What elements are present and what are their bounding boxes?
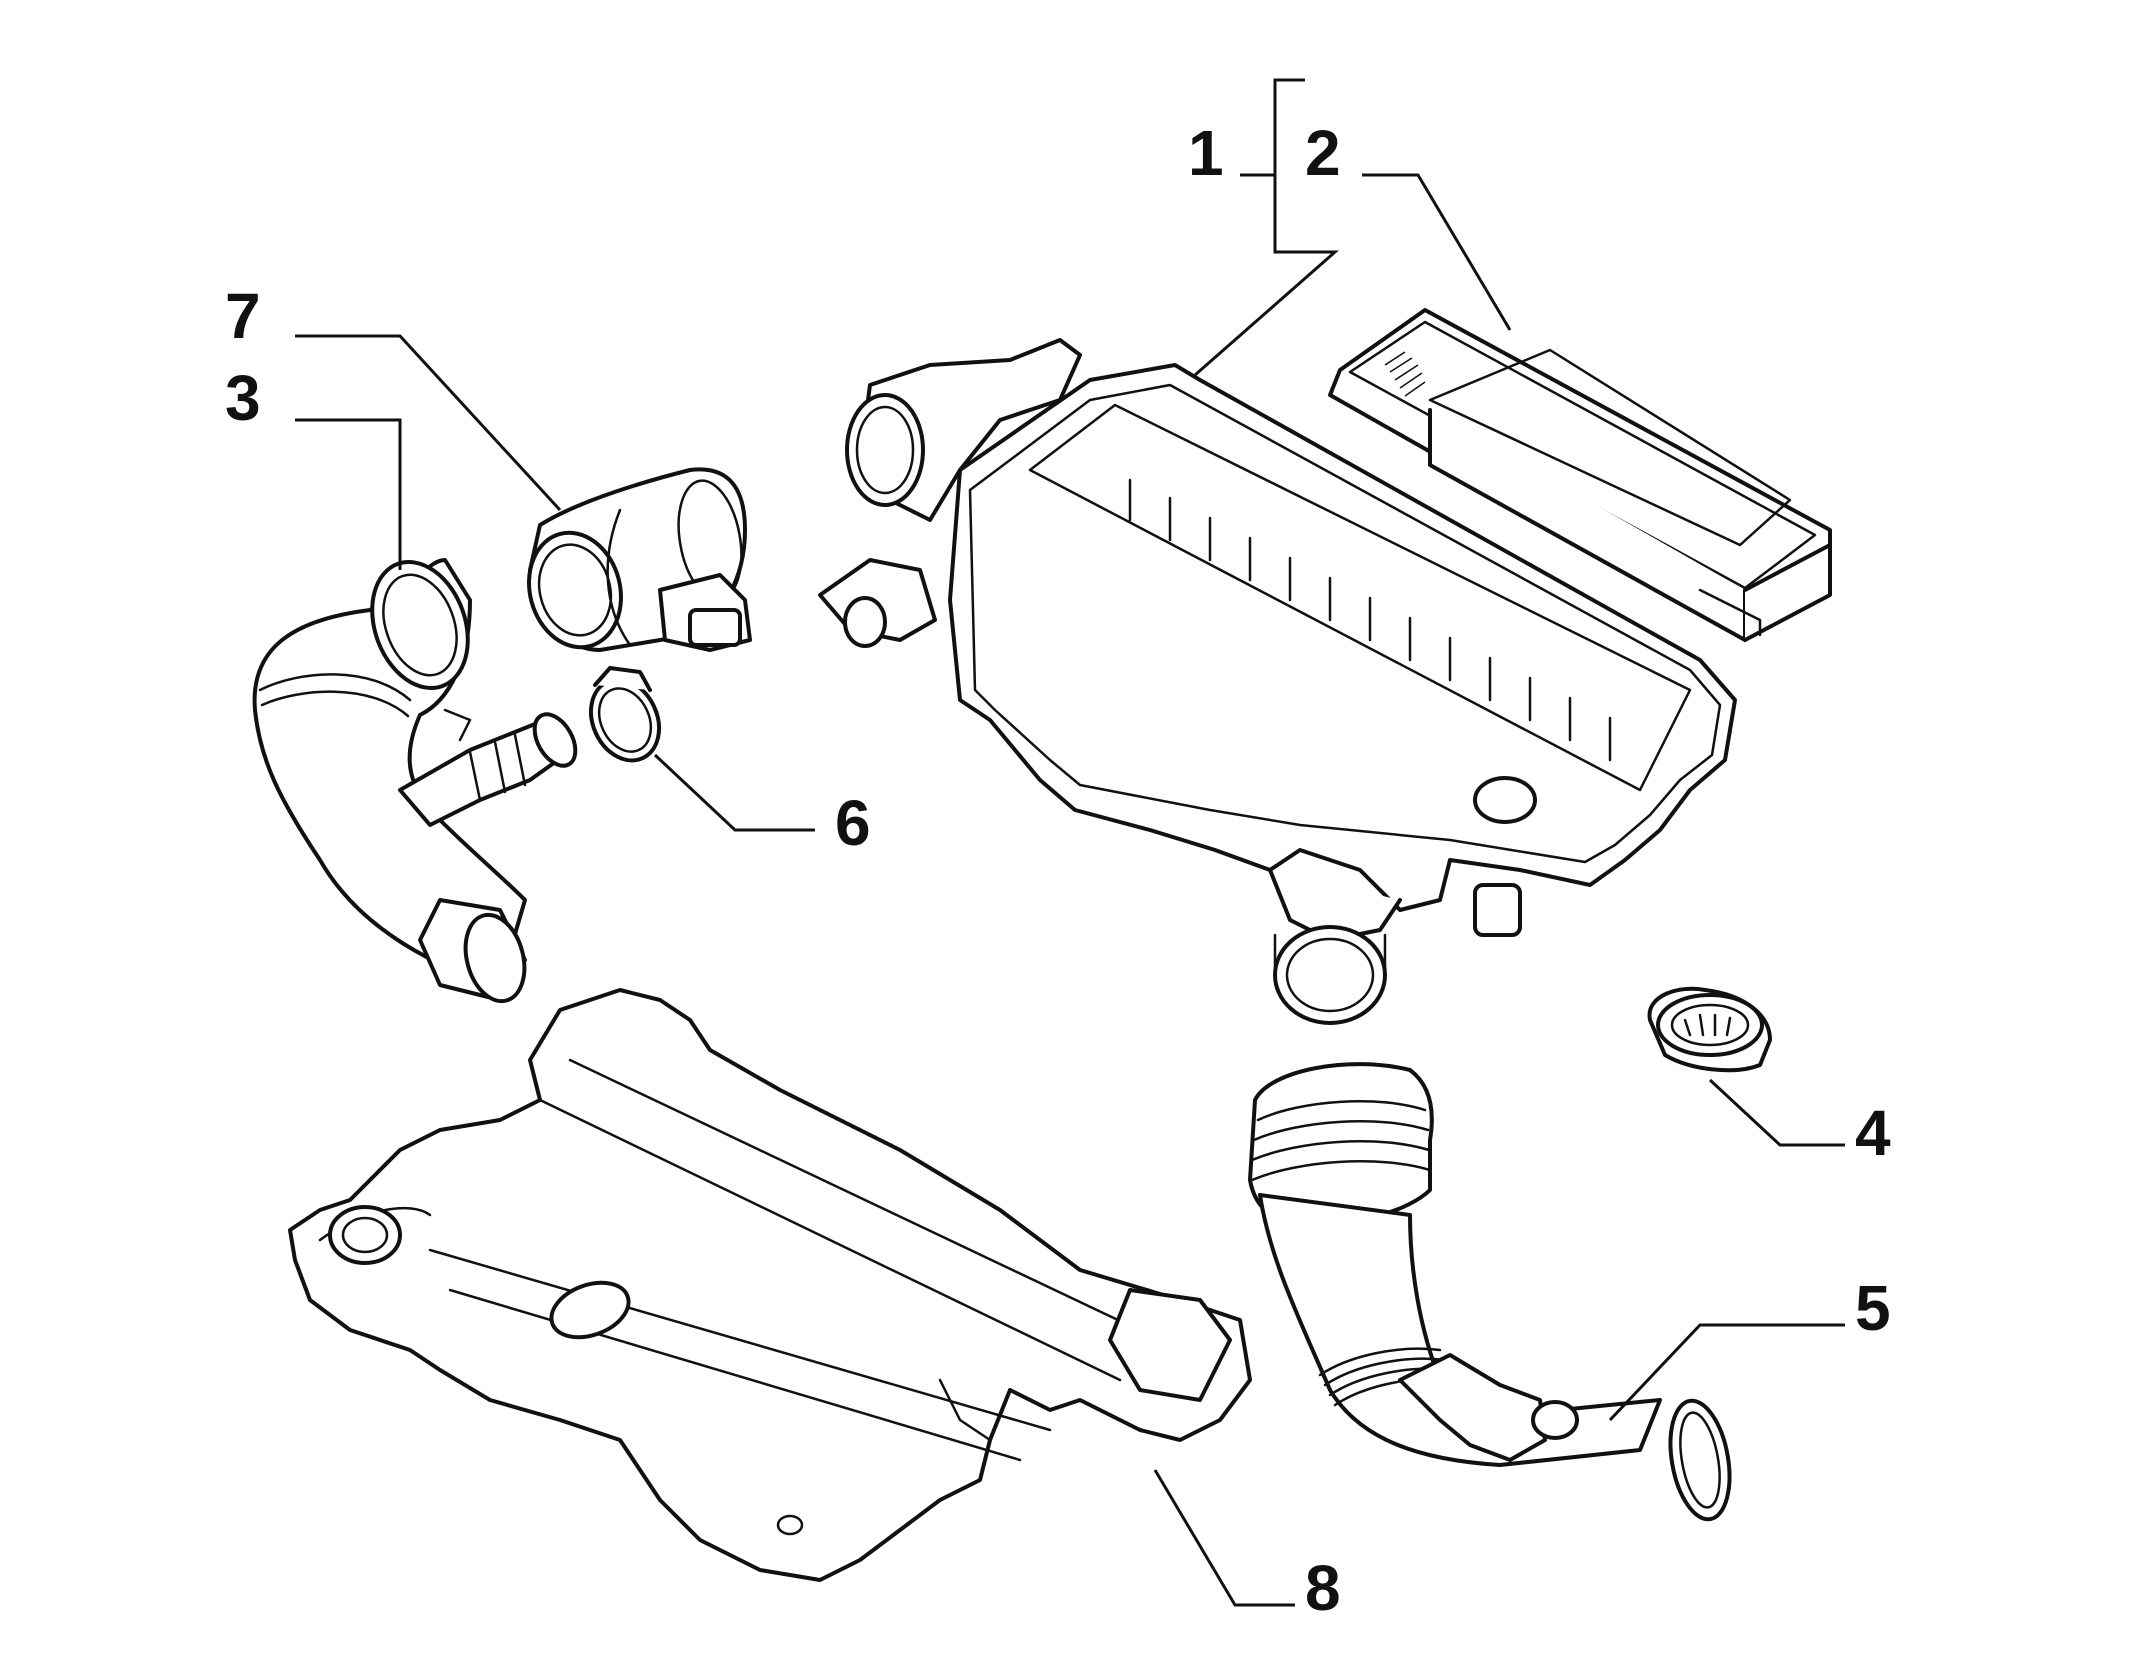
- leader-lines: [295, 78, 1845, 1607]
- part-8-engine-cover: [288, 988, 1252, 1582]
- callout-2: 2: [1305, 117, 1341, 189]
- part-3-inlet-hose: [252, 558, 578, 1004]
- part-2-filter-element: [1328, 308, 1832, 642]
- callout-3: 3: [225, 362, 261, 434]
- part-5-outlet-hose: [1248, 1062, 1732, 1522]
- callout-8: 8: [1305, 1552, 1341, 1624]
- callout-labels: 1 2 3 4 5 6 7 8: [225, 117, 1891, 1624]
- callout-5: 5: [1855, 1272, 1891, 1344]
- part-6-hose-clamp: [588, 666, 662, 763]
- part-4-grommet: [1647, 986, 1772, 1073]
- part-1-air-filter-housing: [818, 338, 1737, 1025]
- callout-1: 1: [1188, 117, 1224, 189]
- part-7-air-mass-meter: [527, 467, 752, 652]
- callout-6: 6: [835, 787, 871, 859]
- callout-4: 4: [1855, 1097, 1891, 1169]
- callout-7: 7: [225, 280, 261, 352]
